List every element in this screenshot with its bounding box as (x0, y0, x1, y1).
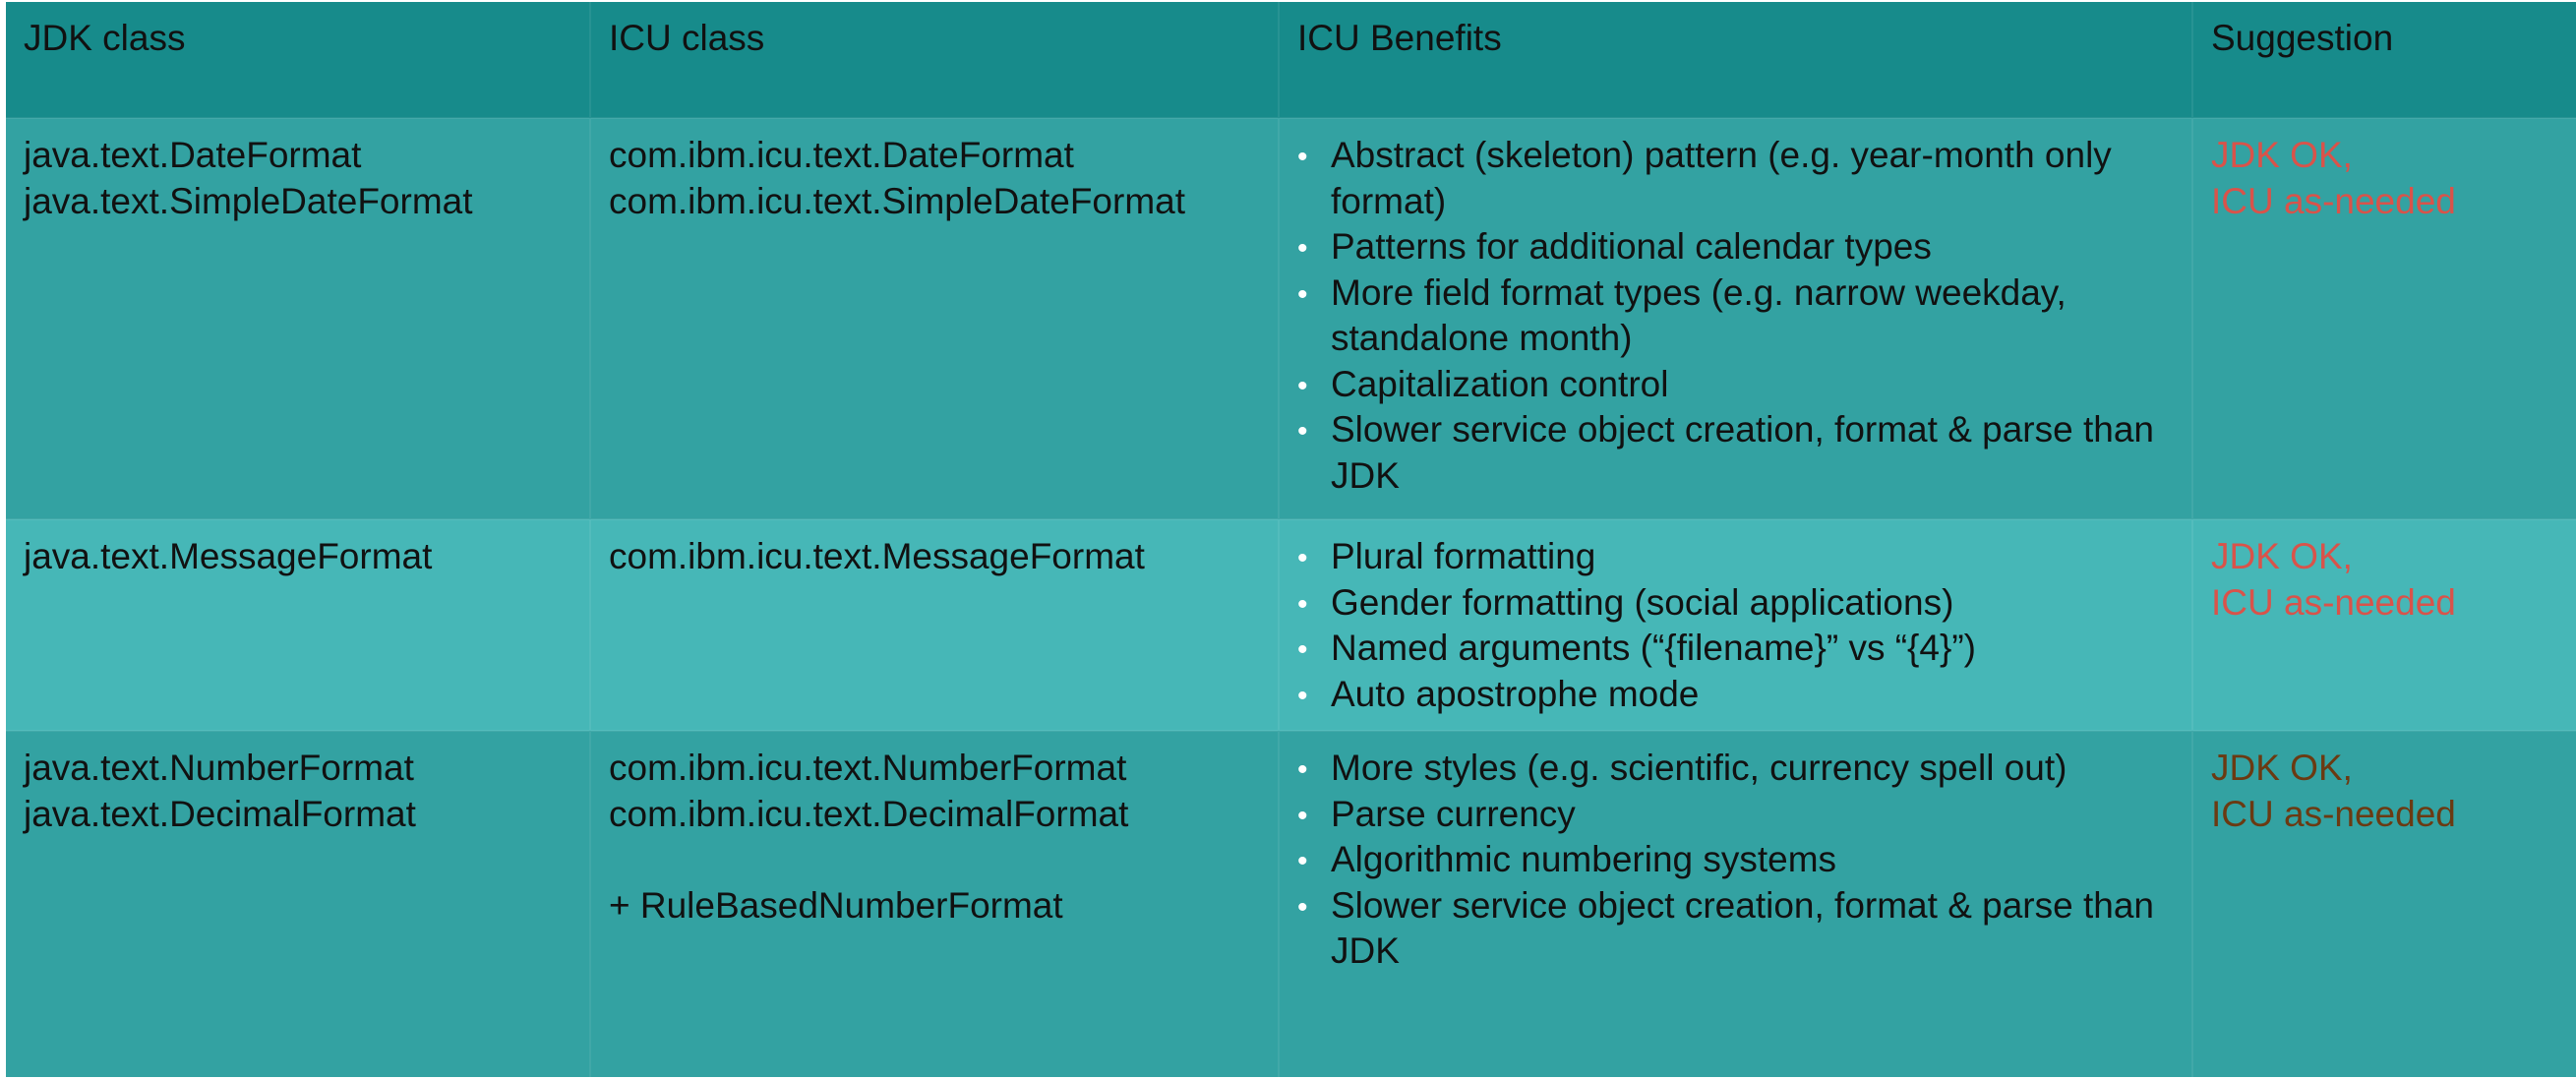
jdk-class-cell: java.text.DateFormat java.text.SimpleDat… (6, 117, 591, 519)
table-row: java.text.DateFormat java.text.SimpleDat… (6, 117, 2576, 519)
header-jdk-class: JDK class (6, 2, 591, 118)
icu-class-name: com.ibm.icu.text.SimpleDateFormat (609, 180, 1186, 221)
bullet-icon: • (1297, 799, 1308, 832)
benefits-list: • Abstract (skeleton) pattern (e.g. year-… (1297, 133, 2174, 499)
suggestion-cell: JDK OK, ICU as-needed (2192, 518, 2576, 731)
jdk-class-name: java.text.DecimalFormat (24, 793, 416, 834)
benefit-item: • Gender formatting (social applications) (1297, 580, 2174, 627)
benefit-text: Patterns for additional calendar types (1331, 226, 1932, 267)
jdk-class-name: java.text.SimpleDateFormat (24, 180, 473, 221)
benefit-item: • More field format types (e.g. narrow we… (1297, 270, 2174, 362)
benefit-item: • Slower service object creation, format … (1297, 883, 2174, 975)
icu-benefits-cell: • Plural formatting • Gender formatting (s… (1279, 518, 2193, 731)
bullet-icon: • (1297, 845, 1308, 877)
benefit-text: More styles (e.g. scientific, currency s… (1331, 748, 2067, 788)
bullet-icon: • (1297, 753, 1308, 786)
benefits-list: • More styles (e.g. scientific, currency … (1297, 746, 2174, 975)
benefit-item: • Slower service object creation, format … (1297, 407, 2174, 499)
icu-class-name: com.ibm.icu.text.NumberFormat (609, 748, 1127, 788)
suggestion-text: JDK OK, (2211, 536, 2353, 576)
icu-extra-class-name: + RuleBasedNumberFormat (609, 884, 1063, 926)
header-row: JDK class ICU class ICU Benefits Suggest… (6, 2, 2576, 118)
comparison-table-container: JDK class ICU class ICU Benefits Suggest… (6, 2, 2576, 1077)
table-row: java.text.NumberFormat java.text.Decimal… (6, 730, 2576, 1077)
suggestion-text: ICU as-needed (2211, 581, 2456, 623)
bullet-icon: • (1297, 587, 1308, 621)
header-suggestion: Suggestion (2192, 2, 2576, 118)
benefit-text: Parse currency (1331, 793, 1576, 834)
header-icu-benefits: ICU Benefits (1279, 2, 2193, 118)
bullet-icon: • (1297, 415, 1308, 448)
jdk-class-cell: java.text.MessageFormat (6, 518, 591, 731)
icu-class-cell: com.ibm.icu.text.MessageFormat (590, 518, 1280, 731)
suggestion-text: ICU as-needed (2211, 793, 2456, 834)
suggestion-cell: JDK OK, ICU as-needed (2192, 117, 2576, 519)
bullet-icon: • (1297, 277, 1308, 311)
benefit-item: • Abstract (skeleton) pattern (e.g. year-… (1297, 133, 2174, 224)
bullet-icon: • (1297, 633, 1308, 666)
jdk-class-name: java.text.DateFormat (24, 135, 362, 175)
suggestion-cell: JDK OK, ICU as-needed (2192, 730, 2576, 1077)
icu-benefits-cell: • Abstract (skeleton) pattern (e.g. year-… (1279, 117, 2193, 519)
suggestion-text: ICU as-needed (2211, 180, 2456, 221)
bullet-icon: • (1297, 890, 1308, 924)
bullet-icon: • (1297, 542, 1308, 574)
benefit-item: • Named arguments (“{filename}” vs “{4}”) (1297, 626, 2174, 672)
jdk-class-cell: java.text.NumberFormat java.text.Decimal… (6, 730, 591, 1077)
benefits-list: • Plural formatting • Gender formatting (s… (1297, 534, 2174, 717)
benefit-item: • Plural formatting (1297, 534, 2174, 580)
icu-class-name: com.ibm.icu.text.MessageFormat (609, 536, 1145, 576)
benefit-text: More field format types (e.g. narrow wee… (1331, 271, 2067, 359)
benefit-item: • More styles (e.g. scientific, currency … (1297, 746, 2174, 792)
bullet-icon: • (1297, 369, 1308, 402)
suggestion-text: JDK OK, (2211, 748, 2353, 788)
icu-class-cell: com.ibm.icu.text.DateFormat com.ibm.icu.… (590, 117, 1280, 519)
benefit-text: Slower service object creation, format &… (1331, 409, 2154, 496)
benefit-text: Auto apostrophe mode (1331, 673, 1700, 714)
benefit-item: • Parse currency (1297, 792, 2174, 838)
bullet-icon: • (1297, 141, 1308, 173)
bullet-icon: • (1297, 679, 1308, 712)
icu-class-name: com.ibm.icu.text.DateFormat (609, 135, 1074, 175)
bullet-icon: • (1297, 232, 1308, 265)
benefit-text: Gender formatting (social applications) (1331, 581, 1954, 623)
benefit-text: Capitalization control (1331, 363, 1669, 404)
header-icu-class: ICU class (590, 2, 1280, 118)
table-row: java.text.MessageFormat com.ibm.icu.text… (6, 518, 2576, 731)
benefit-item: • Patterns for additional calendar types (1297, 224, 2174, 270)
jdk-class-name: java.text.NumberFormat (24, 748, 414, 788)
icu-benefits-cell: • More styles (e.g. scientific, currency … (1279, 730, 2193, 1077)
benefit-item: • Capitalization control (1297, 362, 2174, 408)
line-spacer (609, 837, 1260, 883)
benefit-text: Slower service object creation, format &… (1331, 884, 2154, 972)
benefit-item: • Algorithmic numbering systems (1297, 837, 2174, 883)
jdk-icu-comparison-table: JDK class ICU class ICU Benefits Suggest… (6, 2, 2576, 1077)
benefit-item: • Auto apostrophe mode (1297, 672, 2174, 718)
icu-class-cell: com.ibm.icu.text.NumberFormat com.ibm.ic… (590, 730, 1280, 1077)
jdk-class-name: java.text.MessageFormat (24, 536, 433, 576)
benefit-text: Algorithmic numbering systems (1331, 839, 1837, 879)
suggestion-text: JDK OK, (2211, 135, 2353, 175)
icu-class-name: com.ibm.icu.text.DecimalFormat (609, 793, 1129, 834)
benefit-text: Named arguments (“{filename}” vs “{4}”) (1331, 628, 1976, 668)
benefit-text: Plural formatting (1331, 536, 1596, 576)
benefit-text: Abstract (skeleton) pattern (e.g. year-m… (1331, 135, 2112, 221)
